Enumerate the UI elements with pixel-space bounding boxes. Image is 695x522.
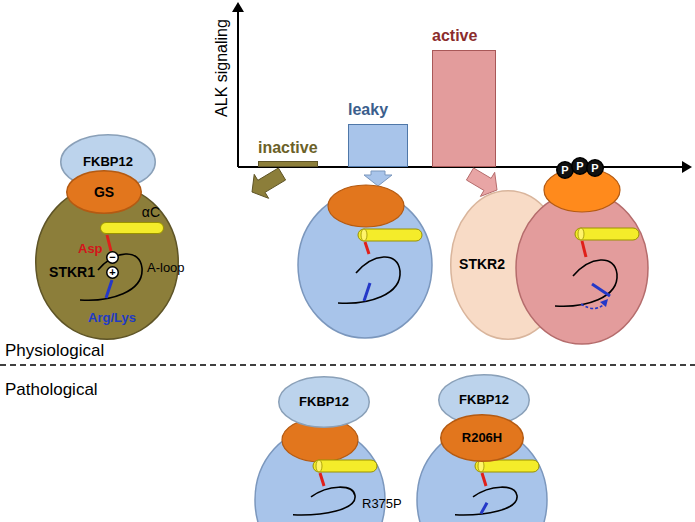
axis-arrowhead <box>682 161 692 173</box>
bar-fill <box>432 50 496 167</box>
node-text: inactive <box>258 139 320 157</box>
basic-sidechain <box>481 503 487 514</box>
charge-circle: − <box>106 251 119 264</box>
bar-fill <box>258 161 318 167</box>
activation-loop <box>455 487 517 515</box>
basic-sidechain <box>364 283 370 301</box>
node-text: FKBP12 <box>83 155 133 170</box>
node-text: GS <box>94 184 114 200</box>
phosphate: P <box>586 159 604 177</box>
basic-sidechain <box>592 284 610 296</box>
divider-line <box>0 364 695 366</box>
node-text: STKR2 <box>459 256 505 272</box>
node-text: αC <box>142 204 160 220</box>
charge-circle-shape <box>107 252 119 264</box>
node-text: P <box>591 162 598 175</box>
signal-bar: inactive <box>258 139 320 167</box>
node-text: leaky <box>348 101 408 119</box>
gs-domain-shape <box>67 171 142 214</box>
section-label: Physiological <box>5 341 104 361</box>
node-text: active <box>432 27 496 45</box>
asp-sidechain <box>107 235 111 251</box>
alpha-c-helix <box>313 460 377 472</box>
node-text: + <box>109 266 115 279</box>
node-text: − <box>109 251 115 264</box>
node-text: FKBP12 <box>299 395 349 410</box>
node-text: P <box>576 160 583 173</box>
node-text: R206H <box>462 431 502 446</box>
activation-loop <box>338 257 400 303</box>
asp-sidechain <box>365 242 369 254</box>
activation-loop <box>293 487 355 515</box>
residue-label: Arg/Lys <box>88 311 136 326</box>
kinase-domain <box>516 192 648 344</box>
kinase-domain <box>417 428 547 522</box>
fkbp12-ellipse: FKBP12 <box>278 376 370 428</box>
gs-domain-shape <box>441 415 524 462</box>
helix-cylinder <box>100 222 164 234</box>
phosphate-shape <box>587 160 604 177</box>
node-text: P <box>561 164 568 177</box>
section-label: Pathological <box>5 380 98 400</box>
charge-circle: + <box>106 266 119 279</box>
block-arrow <box>252 168 286 198</box>
swing-arrowhead <box>600 299 608 307</box>
helix-end <box>578 228 584 240</box>
gs-domain <box>328 185 404 227</box>
helix-end <box>316 460 322 472</box>
block-arrow <box>364 171 392 186</box>
loop-label: A-loop <box>147 261 185 276</box>
alpha-c-helix <box>575 228 639 240</box>
helix-end <box>361 229 367 241</box>
gs-domain: GS <box>66 170 142 214</box>
signal-bar: leaky <box>348 101 408 167</box>
mutation-label: R375P <box>362 497 402 512</box>
basic-sidechain <box>106 280 112 298</box>
activation-loop <box>555 260 617 306</box>
asp-sidechain <box>582 241 586 257</box>
type2-receptor: STKR2 <box>450 190 566 340</box>
alpha-c-helix <box>358 229 422 241</box>
signal-bar: active <box>432 27 496 167</box>
fkbp12-ellipse-shape <box>279 377 370 428</box>
node-text: STKR1 <box>49 264 95 280</box>
axis-label: ALK signaling <box>213 19 231 117</box>
asp-sidechain <box>320 473 324 486</box>
phosphate-shape <box>572 158 589 175</box>
charge-circle-shape <box>107 267 119 279</box>
asp-sidechain <box>482 473 486 486</box>
block-arrow <box>466 168 497 196</box>
node-text: FKBP12 <box>459 393 509 408</box>
gs-domain: R206H <box>440 414 524 462</box>
bar-fill <box>348 124 408 167</box>
residue-label: Asp <box>78 242 103 257</box>
axis-arrowhead <box>232 2 244 12</box>
detail-group <box>516 168 648 344</box>
phosphate-shape <box>557 162 574 179</box>
y-axis <box>237 10 239 167</box>
